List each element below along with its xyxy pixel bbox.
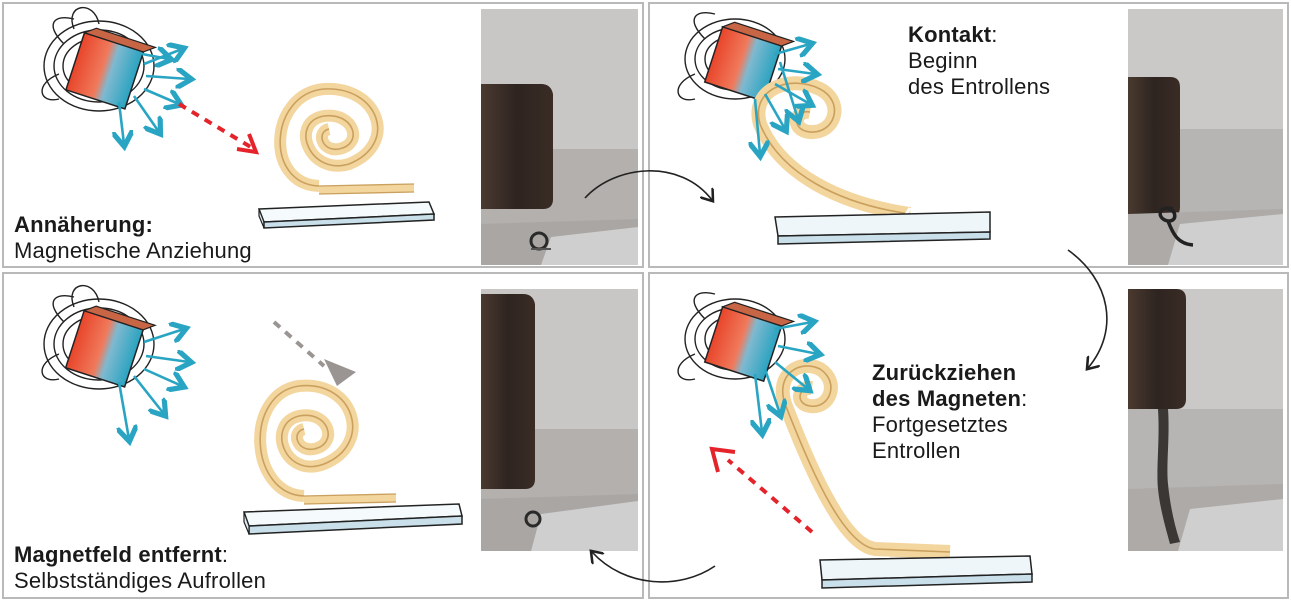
retract-illustration (677, 292, 1033, 589)
photo-approach (481, 9, 638, 265)
base-block (242, 503, 463, 535)
fall-arrow (272, 320, 326, 368)
caption-retract-title-2: des Magneten (872, 386, 1022, 411)
base-block (257, 201, 436, 229)
caption-retract: Zurückziehen des Magneten: Fortgesetztes… (872, 360, 1027, 464)
base-block (774, 211, 991, 245)
caption-removed-line: Selbstständiges Aufrollen (14, 568, 267, 593)
removed-illustration (41, 285, 463, 535)
panel-approach: Annäherung: Magnetische Anziehung (2, 2, 644, 268)
rolled-strip (254, 379, 397, 505)
photo-removed (481, 289, 638, 551)
caption-contact-line-2: des Entrollens (908, 74, 1051, 99)
caption-retract-colon: : (1021, 386, 1028, 411)
caption-contact-line-1: Beginn (908, 48, 978, 73)
caption-retract-line-2: Entrollen (872, 438, 961, 463)
approach-illustration (41, 7, 436, 229)
caption-approach: Annäherung: Magnetische Anziehung (14, 212, 252, 264)
magnet-icon (703, 301, 796, 383)
caption-retract-title-1: Zurückziehen (872, 360, 1017, 385)
caption-retract-line-1: Fortgesetztes (872, 412, 1008, 437)
caption-approach-line: Magnetische Anziehung (14, 238, 252, 263)
panel-contact: Kontakt: Beginn des Entrollens (648, 2, 1289, 268)
photo-retract (1128, 289, 1283, 551)
magnet-icon (703, 21, 796, 103)
caption-contact-colon: : (991, 22, 998, 47)
panel-removed: Magnetfeld entfernt: Selbstständiges Auf… (2, 272, 644, 599)
magnet-icon (65, 27, 158, 110)
approach-arrow (177, 102, 256, 151)
caption-approach-title: Annäherung: (14, 212, 154, 237)
caption-removed-colon: : (221, 542, 229, 567)
base-block (819, 555, 1033, 589)
caption-contact-title: Kontakt (908, 22, 992, 47)
photo-contact (1128, 9, 1283, 265)
unrolling-strip (775, 358, 951, 559)
caption-removed-title: Magnetfeld entfernt (14, 542, 222, 567)
caption-removed: Magnetfeld entfernt: Selbstständiges Auf… (14, 542, 266, 594)
panel-retract: Zurückziehen des Magneten: Fortgesetztes… (648, 272, 1289, 599)
retreat-arrow (726, 458, 814, 534)
caption-contact: Kontakt: Beginn des Entrollens (908, 22, 1050, 100)
magnet-icon (64, 305, 157, 388)
contact-illustration (677, 12, 991, 245)
rolled-strip (274, 82, 415, 195)
unrolling-strip (751, 76, 912, 223)
